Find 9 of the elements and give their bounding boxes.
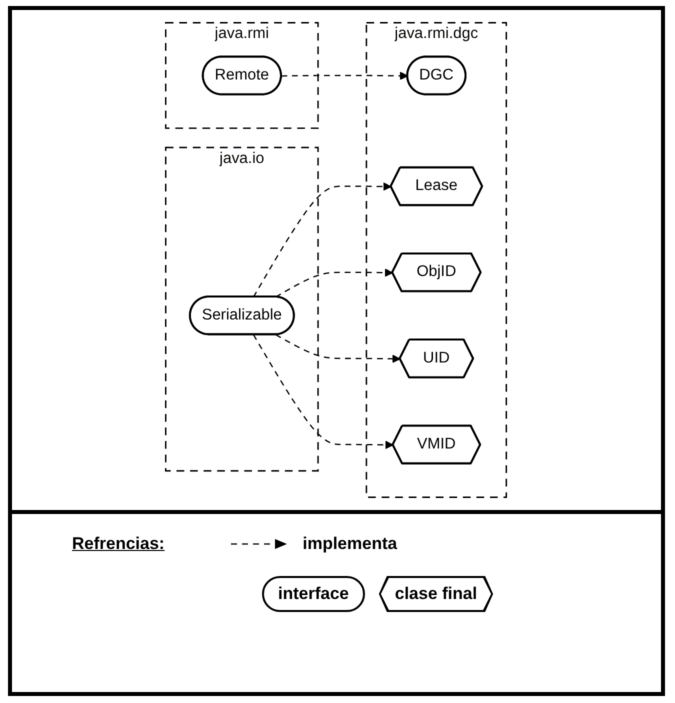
legend-text: implementa [302, 534, 398, 554]
final-class-legend-sample: clase final [378, 576, 494, 612]
arrow [253, 334, 394, 450]
arrow [276, 268, 394, 298]
arrow [282, 72, 409, 80]
arrow [253, 182, 392, 298]
legend-heading: Refrencias: [72, 534, 165, 554]
arrow [276, 334, 401, 364]
interface-legend-sample: interface [262, 576, 365, 612]
